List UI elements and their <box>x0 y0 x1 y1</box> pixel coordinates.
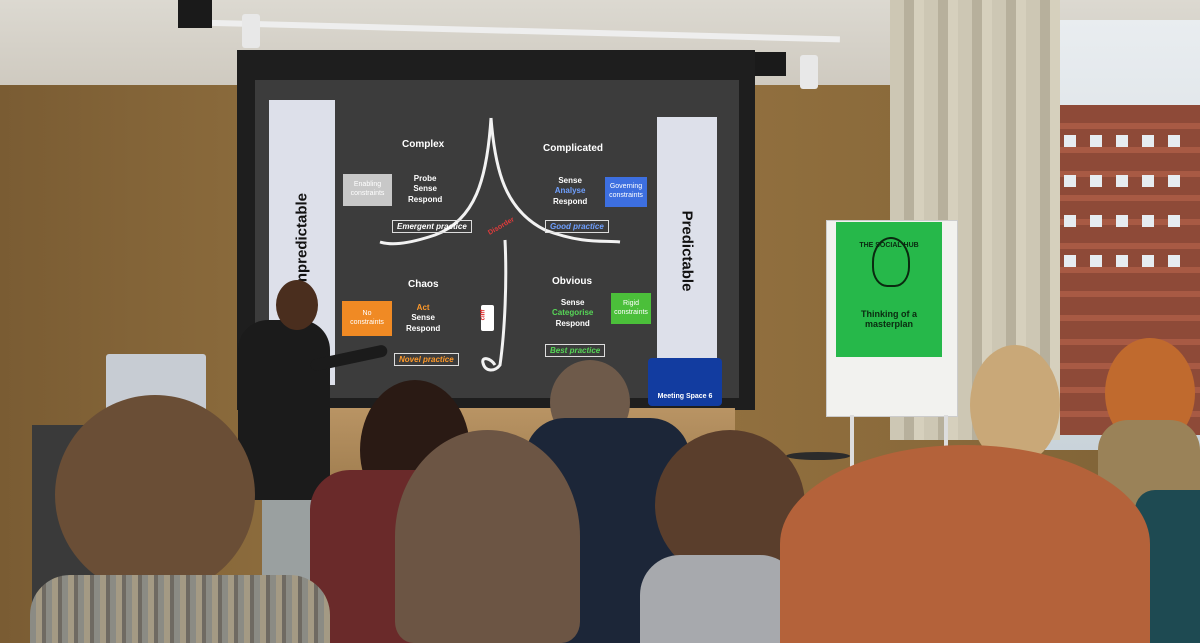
cliff-label: cliff <box>480 309 487 321</box>
poster-brand: THE SOCIAL HUB <box>859 242 919 249</box>
emergent-practice-label: Emergent practice <box>392 220 472 233</box>
audience-head <box>395 430 580 643</box>
complicated-steps: Sense Analyse Respond <box>553 176 588 206</box>
presenter <box>238 320 330 500</box>
toolbox-label: Meeting Space 6 <box>657 393 713 400</box>
presenter-head <box>276 280 318 330</box>
poster-tagline: Thinking of a masterplan <box>861 309 917 329</box>
cliff-box <box>481 305 494 331</box>
best-practice-label: Best practice <box>545 344 606 357</box>
complicated-title: Complicated <box>543 143 604 154</box>
lightbulb-icon <box>872 237 910 287</box>
spotlight <box>242 14 260 48</box>
audience-person <box>640 555 800 643</box>
complex-title: Complex <box>402 139 445 150</box>
predictable-bar: Predictable <box>657 117 717 385</box>
audience-head <box>780 445 1150 643</box>
enabling-constraints-box: Enabling constraints <box>343 174 392 206</box>
ceiling-speaker <box>752 52 786 76</box>
novel-practice-label: Novel practice <box>394 353 459 366</box>
good-practice-label: Good practice <box>545 220 609 233</box>
audience-head <box>55 395 255 595</box>
side-table <box>786 452 850 460</box>
cynefin-curves <box>379 117 621 372</box>
spotlight <box>800 55 818 89</box>
audience-person <box>30 575 330 643</box>
governing-constraints-box: Governing constraints <box>605 177 647 207</box>
chaos-steps: Act Sense Respond <box>406 303 441 333</box>
chaos-title: Chaos <box>408 279 439 290</box>
projected-slide: Unpredictable Predictable Disorder cliff… <box>255 80 739 398</box>
ceiling-speaker <box>178 0 212 28</box>
social-hub-poster: THE SOCIAL HUB Thinking of a masterplan <box>836 222 942 357</box>
obvious-title: Obvious <box>552 276 593 287</box>
rigid-constraints-box: Rigid constraints <box>611 293 651 324</box>
complex-steps: Probe Sense Respond <box>408 174 443 204</box>
no-constraints-box: No constraints <box>342 301 392 336</box>
meeting-space-toolbox: Meeting Space 6 <box>648 358 722 406</box>
obvious-steps: Sense Categorise Respond <box>552 298 594 328</box>
